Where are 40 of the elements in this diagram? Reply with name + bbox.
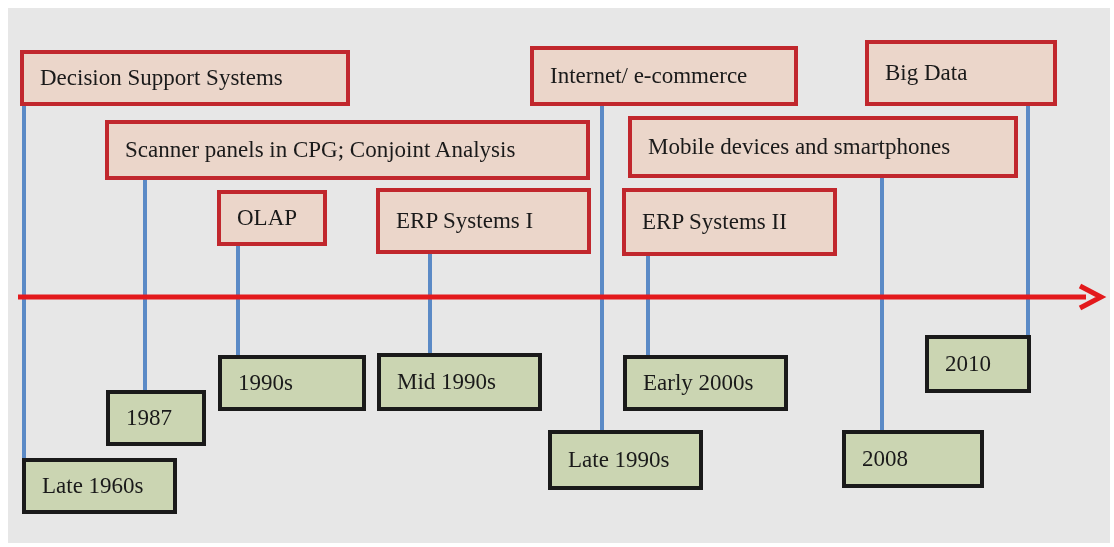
event-label: Mobile devices and smartphones <box>648 134 951 160</box>
date-box <box>22 458 177 514</box>
date-box <box>623 355 788 411</box>
event-box <box>628 116 1018 178</box>
event-label: Scanner panels in CPG; Conjoint Analysis <box>125 137 516 163</box>
connector-line <box>600 106 604 430</box>
event-label: ERP Systems II <box>642 209 787 235</box>
event-box <box>622 188 837 256</box>
date-box <box>377 353 542 411</box>
connector-line <box>880 178 884 430</box>
event-label: ERP Systems I <box>396 208 534 234</box>
event-box <box>20 50 350 106</box>
event-label: Big Data <box>885 60 968 86</box>
event-box <box>105 120 590 180</box>
event-box <box>376 188 591 254</box>
event-label: OLAP <box>237 205 298 231</box>
date-label: 1990s <box>238 370 293 396</box>
event-label: Decision Support Systems <box>40 65 283 91</box>
connector-line <box>646 256 650 355</box>
date-label: 2010 <box>945 351 991 377</box>
event-box <box>217 190 327 246</box>
event-box <box>530 46 798 106</box>
date-label: Late 1960s <box>42 473 144 499</box>
date-label: Mid 1990s <box>397 369 497 395</box>
connector-line <box>236 246 240 355</box>
date-box <box>218 355 366 411</box>
date-box <box>106 390 206 446</box>
date-box <box>842 430 984 488</box>
date-label: 1987 <box>126 405 172 431</box>
date-label: 2008 <box>862 446 908 472</box>
date-label: Early 2000s <box>643 370 754 396</box>
date-box <box>548 430 703 490</box>
connector-line <box>22 106 26 458</box>
event-label: Internet/ e-commerce <box>550 63 748 89</box>
event-box <box>865 40 1057 106</box>
connector-line <box>143 180 147 390</box>
connector-line <box>428 254 432 353</box>
date-box <box>925 335 1031 393</box>
connector-line <box>1026 106 1030 335</box>
date-label: Late 1990s <box>568 447 670 473</box>
